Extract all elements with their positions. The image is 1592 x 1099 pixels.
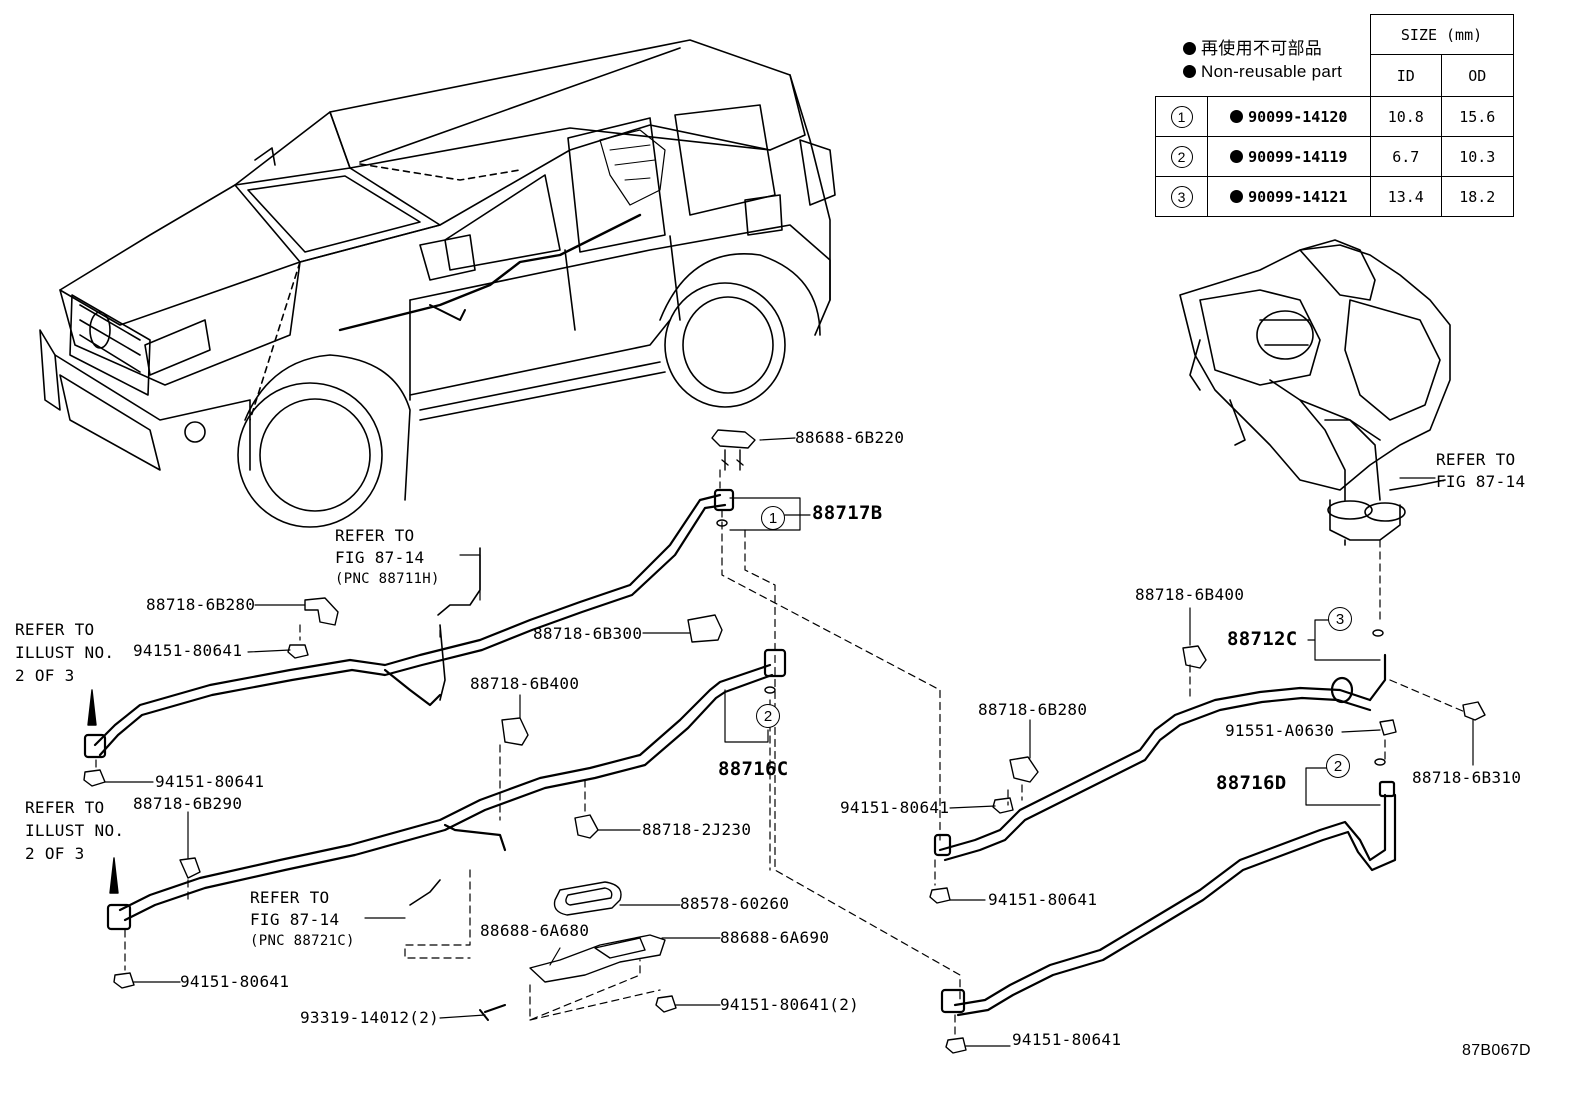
refer-note: FIG 87-14	[250, 910, 340, 929]
part-label: 88718-6B310	[1412, 768, 1522, 787]
part-number: 90099-14120	[1248, 107, 1348, 126]
refer-note: REFER TO	[15, 620, 95, 639]
leader-lines	[104, 437, 1474, 1047]
table-row: 2 90099-14119 6.7 10.3	[1155, 136, 1514, 177]
part-label: 94151-80641	[840, 798, 950, 817]
callout-circle-2: 2	[1326, 754, 1350, 778]
callout-circle-2: 2	[756, 704, 780, 728]
part-label: 93319-14012(2)	[300, 1008, 440, 1027]
col-od-header: OD	[1441, 54, 1514, 97]
inner-diameter: 13.4	[1369, 176, 1442, 217]
outer-diameter: 15.6	[1441, 96, 1514, 137]
figure-code: 87B067D	[1462, 1042, 1531, 1059]
part-number: 90099-14121	[1248, 187, 1348, 206]
legend: 再使用不可部品 Non-reusable part	[1183, 40, 1342, 80]
part-label: 88718-6B300	[533, 624, 643, 643]
refer-note: (PNC 88721C)	[250, 933, 355, 949]
refer-note: REFER TO	[1436, 450, 1516, 469]
assembly-label-88716D: 88716D	[1216, 772, 1287, 794]
refer-note: REFER TO	[335, 526, 415, 545]
callout-circle-1: 1	[761, 506, 785, 530]
outer-diameter: 10.3	[1441, 136, 1514, 177]
col-id-header: ID	[1369, 54, 1442, 97]
refer-note: FIG 87-14	[1436, 472, 1526, 491]
size-header: SIZE (mm)	[1369, 14, 1514, 55]
part-label: 88688-6A690	[720, 928, 830, 947]
part-label: 94151-80641(2)	[720, 995, 860, 1014]
part-label: 94151-80641	[1012, 1030, 1122, 1049]
refer-note: REFER TO	[250, 888, 330, 907]
ref-circle: 1	[1170, 105, 1193, 128]
refer-note: FIG 87-14	[335, 548, 425, 567]
legend-line-en: Non-reusable part	[1183, 63, 1342, 80]
dashed-leaders	[95, 469, 1466, 1036]
non-reusable-dot-icon	[1183, 42, 1196, 55]
vehicle-illustration	[39, 39, 836, 528]
part-label: 88718-6B280	[146, 595, 256, 614]
assembly-label-88716C: 88716C	[718, 758, 789, 780]
part-label: 88718-6B400	[470, 674, 580, 693]
inner-diameter: 6.7	[1369, 136, 1442, 177]
pipe-88717B	[83, 488, 735, 759]
part-label: 88718-6B400	[1135, 585, 1245, 604]
non-reusable-dot-icon	[1230, 149, 1244, 163]
part-number: 90099-14119	[1248, 147, 1348, 166]
ref-circle: 3	[1170, 185, 1193, 208]
callout-circle-3: 3	[1328, 607, 1352, 631]
legend-line-jp: 再使用不可部品	[1183, 40, 1342, 57]
refer-note: (PNC 88711H)	[335, 571, 440, 587]
small-parts	[83, 429, 1486, 1054]
inner-diameter: 10.8	[1369, 96, 1442, 137]
refer-note: ILLUST NO.	[25, 821, 125, 840]
assembly-label-88712C: 88712C	[1227, 628, 1298, 650]
non-reusable-dot-icon	[1230, 189, 1244, 203]
part-label: 94151-80641	[133, 641, 243, 660]
pipe-88716C	[106, 648, 787, 931]
outer-diameter: 18.2	[1441, 176, 1514, 217]
pipe-88716D	[940, 780, 1397, 1017]
part-label: 88718-6B280	[978, 700, 1088, 719]
refer-note: 2 OF 3	[25, 844, 85, 863]
part-label: 94151-80641	[988, 890, 1098, 909]
table-row: 1 90099-14120 10.8 15.6	[1155, 96, 1514, 137]
refer-note: 2 OF 3	[15, 666, 75, 685]
part-label: 88688-6B220	[795, 428, 905, 447]
non-reusable-dot-icon	[1230, 109, 1244, 123]
part-label: 94151-80641	[155, 772, 265, 791]
part-label: 88718-2J230	[642, 820, 752, 839]
part-label: 91551-A0630	[1225, 721, 1335, 740]
table-row: 3 90099-14121 13.4 18.2	[1155, 176, 1514, 217]
refer-note: REFER TO	[25, 798, 105, 817]
pipe-88712C	[933, 653, 1387, 862]
size-table: SIZE (mm) ID OD 1 90099-14120 10.8 15.6 …	[1155, 14, 1514, 217]
heater-unit-illustration	[1179, 239, 1451, 546]
part-label: 88718-6B290	[133, 794, 243, 813]
refer-note: ILLUST NO.	[15, 643, 115, 662]
assembly-label-88717B: 88717B	[812, 502, 883, 524]
non-reusable-dot-icon	[1183, 65, 1196, 78]
part-label: 88688-6A680	[480, 921, 590, 940]
ref-circle: 2	[1170, 145, 1193, 168]
part-label: 94151-80641	[180, 972, 290, 991]
part-label: 88578-60260	[680, 894, 790, 913]
